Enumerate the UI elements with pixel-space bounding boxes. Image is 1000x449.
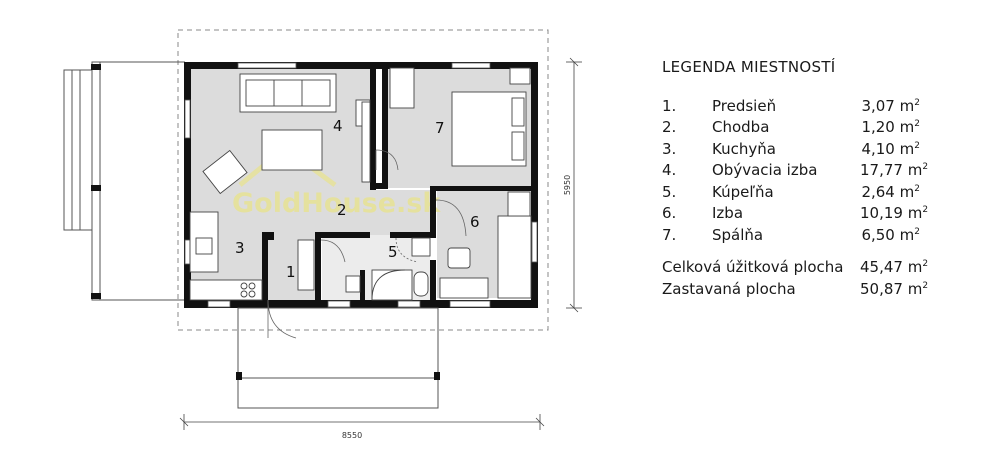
walls	[184, 62, 538, 308]
legend-row: 2. Chodba 1,20 m2	[662, 117, 992, 139]
room-number: 6.	[662, 204, 677, 223]
room-label-6: 6	[470, 213, 480, 231]
legend-row: 1. Predsieň 3,07 m2	[662, 95, 992, 117]
room-legend: LEGENDA MIESTNOSTÍ 1. Predsieň 3,07 m2 2…	[662, 58, 992, 300]
floor-plan: GoldHouse.sk	[63, 29, 582, 440]
room-label-1: 1	[286, 263, 296, 281]
room-area: 1,20 m2	[861, 118, 920, 137]
windows	[184, 62, 538, 308]
legend-title: LEGENDA MIESTNOSTÍ	[662, 58, 836, 76]
room-number: 5.	[662, 182, 677, 201]
dimension-lines	[179, 57, 582, 430]
room-name: Obývacia izba	[712, 161, 818, 180]
door-swings	[267, 149, 467, 339]
entrance-porch	[237, 307, 439, 409]
total-name: Zastavaná plocha	[662, 279, 796, 298]
room-name: Chodba	[712, 118, 770, 137]
legend-row: 4. Obývacia izba 17,77 m2	[662, 160, 992, 182]
room-label-2: 2	[337, 201, 347, 219]
legend-row: 6. Izba 10,19 m2	[662, 203, 992, 225]
dim-width-label: 8550	[342, 431, 362, 440]
total-name: Celková úžitková plocha	[662, 258, 844, 277]
watermark: GoldHouse.sk	[232, 188, 441, 219]
room-number: 1.	[662, 96, 677, 115]
legend-row: 3. Kuchyňa 4,10 m2	[662, 138, 992, 160]
terrace-left	[63, 61, 185, 301]
room-area: 3,07 m2	[861, 96, 920, 115]
room-name: Kuchyňa	[712, 139, 776, 158]
site-outline	[177, 29, 549, 331]
legend-row: 5. Kúpeľňa 2,64 m2	[662, 181, 992, 203]
room-name: Kúpeľňa	[712, 182, 774, 201]
room-label-7: 7	[435, 119, 445, 137]
room-number: 7.	[662, 225, 677, 244]
built-up-area: Zastavaná plocha 50,87 m2	[662, 278, 992, 300]
room-name: Izba	[712, 204, 744, 223]
room-label-3: 3	[235, 239, 245, 257]
legend-row: 7. Spálňa 6,50 m2	[662, 224, 992, 246]
room-number: 2.	[662, 118, 677, 137]
total-area: 45,47 m2	[860, 258, 929, 277]
room-label-4: 4	[333, 117, 343, 135]
total-usable-area: Celková úžitková plocha 45,47 m2	[662, 257, 992, 279]
total-area: 50,87 m2	[860, 279, 929, 298]
room-number: 3.	[662, 139, 677, 158]
room-name: Spálňa	[712, 225, 764, 244]
room-area: 10,19 m2	[860, 204, 929, 223]
room-name: Predsieň	[712, 96, 777, 115]
room-label-5: 5	[388, 243, 398, 261]
room-area: 17,77 m2	[860, 161, 929, 180]
room-area: 2,64 m2	[861, 182, 920, 201]
room-number: 4.	[662, 161, 677, 180]
furniture	[189, 67, 532, 301]
legend-room-list: 1. Predsieň 3,07 m2 2. Chodba 1,20 m2 3.…	[662, 95, 992, 246]
room-area: 4,10 m2	[861, 139, 920, 158]
room-area: 6,50 m2	[861, 225, 920, 244]
dim-height-label: 5950	[563, 175, 572, 195]
